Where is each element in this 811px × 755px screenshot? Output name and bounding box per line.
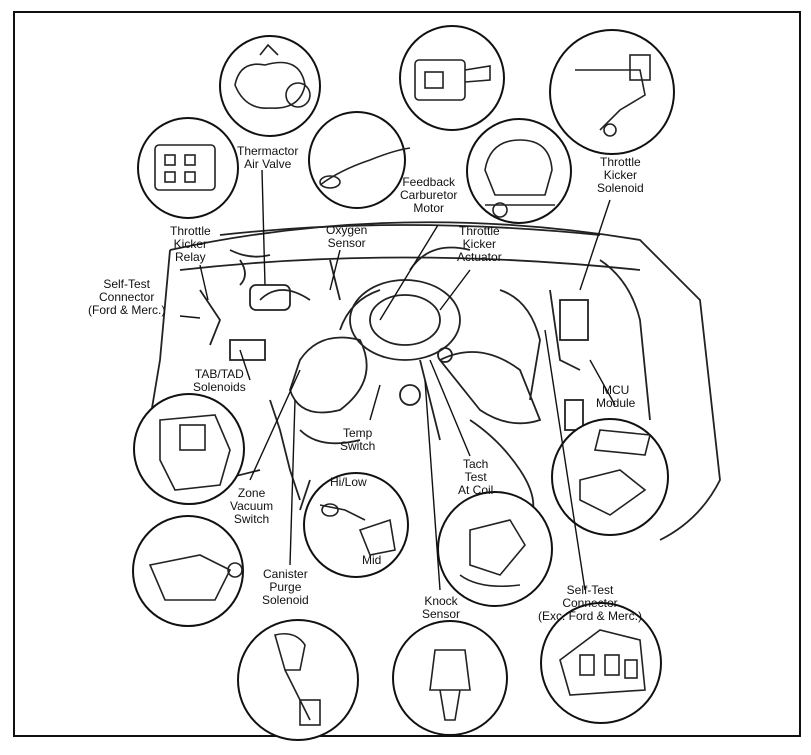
label-throttle-kicker-solenoid: Throttle Kicker Solenoid [597,155,644,195]
label-mid: Mid [362,553,382,567]
leader-lines [179,169,616,591]
relay-circle [137,117,239,219]
label-tach-test-at-coil: Tach Test At Coil [458,457,494,497]
label-throttle-kicker-relay: Throttle Kicker Relay [170,224,211,264]
kicker-actuator-circle [466,118,572,224]
label-self-test-exc: Self-Test Connector (Exc. Ford & Merc.) [538,583,643,623]
label-oxygen-sensor: Oxygen Sensor [326,223,368,250]
oxygen-sensor-circle [308,111,406,209]
label-thermactor: Thermactor Air Valve [237,144,299,171]
temp-switch-circle [303,472,409,578]
tab-tad-circle [133,393,245,505]
feedback-motor-circle [399,25,505,131]
label-feedback-carburetor-motor: Feedback Carburetor Motor [400,175,458,215]
label-mcu-module: MCU Module [596,383,636,410]
zone-vacuum-circle [132,515,244,627]
frame-border [13,11,801,737]
label-temp-switch: Temp Switch [340,426,376,453]
tach-coil-circle [437,491,553,607]
thermactor-circle [219,35,321,137]
mcu-circle [551,418,669,536]
label-throttle-kicker-actuator: Throttle Kicker Actuator [457,224,502,264]
self-test-exc-circle [540,602,662,724]
label-zone-vacuum-switch: Zone Vacuum Switch [230,486,274,526]
label-knock-sensor: Knock Sensor [422,594,461,621]
label-hi-low: Hi/Low [330,475,367,489]
label-canister-purge-solenoid: Canister Purge Solenoid [262,567,309,607]
canister-circle [237,619,359,741]
label-tab-tad-solenoids: TAB/TAD Solenoids [193,367,246,394]
label-self-test-ford: Self-Test Connector (Ford & Merc.) [88,277,166,317]
knock-circle [392,620,508,736]
engine-compartment [149,221,721,541]
kicker-solenoid-circle [549,29,675,155]
